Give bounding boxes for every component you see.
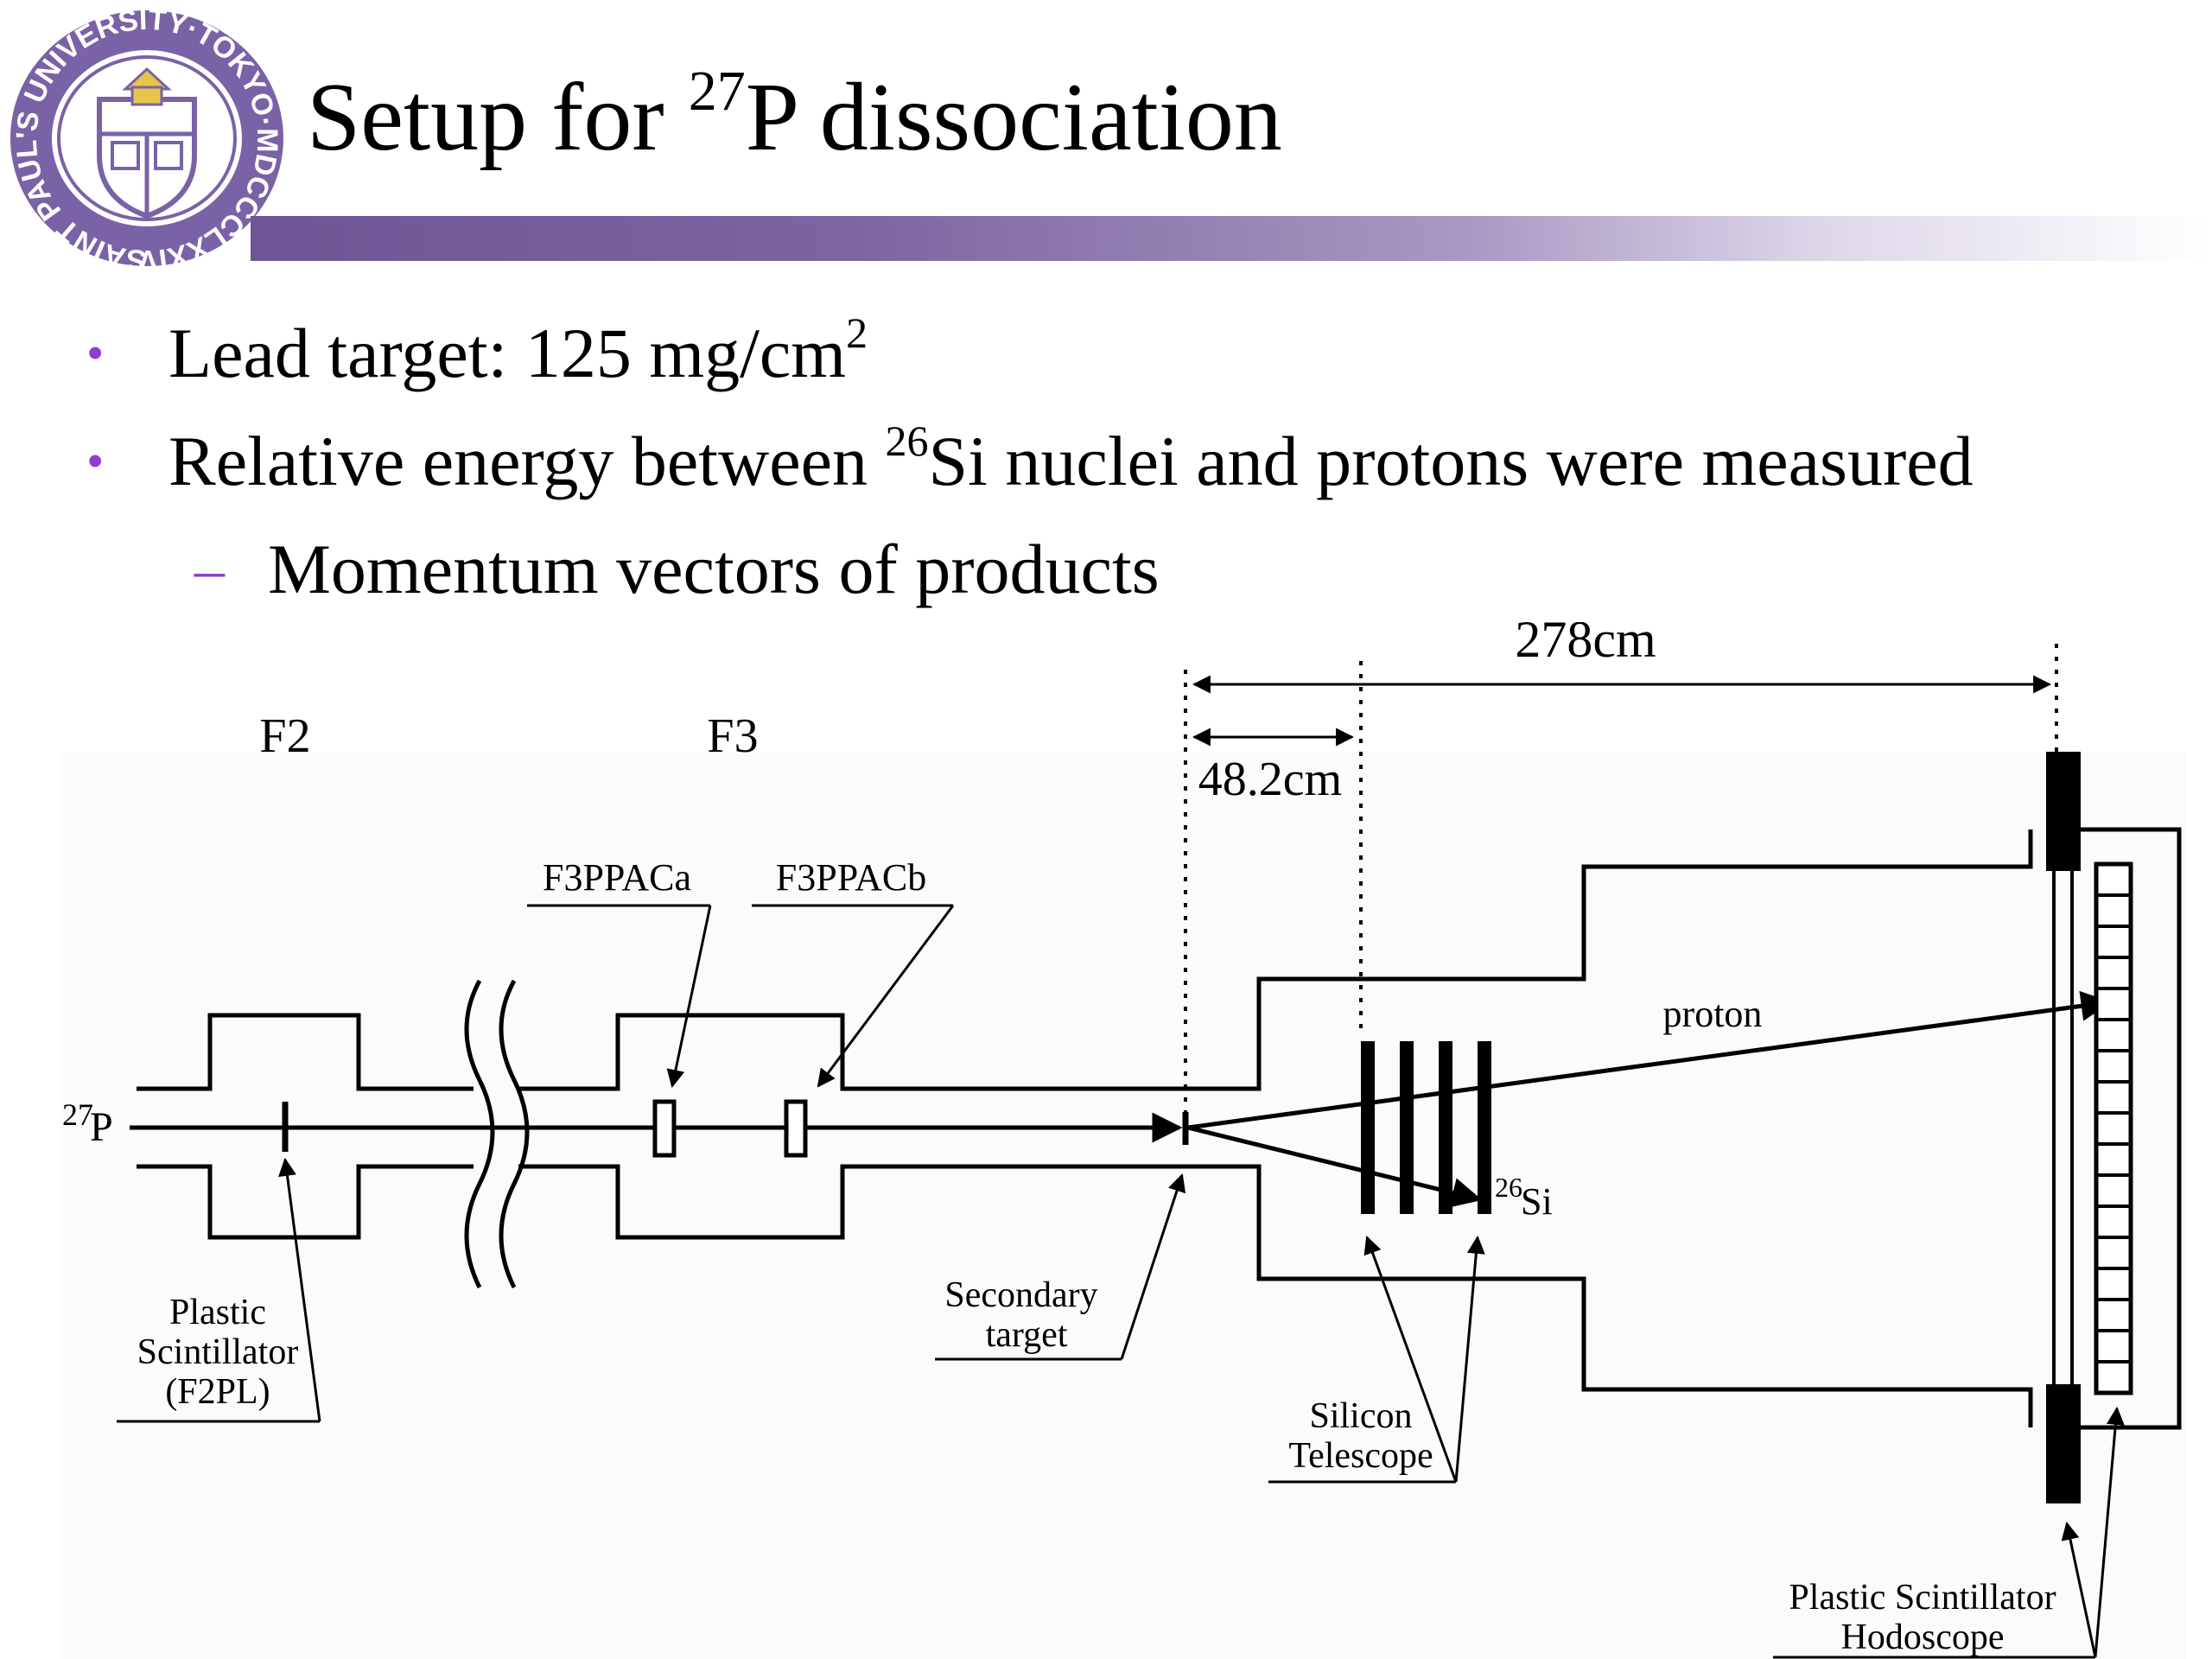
hodoscope-segment-column: [2094, 861, 2133, 1395]
beam-pipe: [137, 827, 2182, 1430]
focal-f2-label: F2: [259, 709, 310, 763]
sub-bullet-momentum: Momentum vectors of products: [268, 530, 1160, 608]
beamline-break-symbol: [464, 979, 530, 1289]
distance-48-label: 48.2cm: [1198, 753, 1342, 806]
ppac-b-label: F3PPACb: [776, 856, 927, 899]
secondary-target-pointer: [1120, 1173, 1186, 1360]
beam-element-label: P: [90, 1104, 113, 1150]
hodoscope-pointer-2: [2094, 1406, 2125, 1658]
proton-label: proton: [1663, 993, 1763, 1035]
hodoscope-upper-block: [2046, 752, 2081, 871]
silicon-telescope-pointer-2: [1454, 1235, 1485, 1483]
f2pl-label-line3: (F2PL): [165, 1372, 270, 1412]
hodoscope-lower-block: [2046, 1384, 2081, 1503]
distance-278-label: 278cm: [1515, 622, 1656, 668]
si-mass-label: 26: [1495, 1172, 1522, 1203]
ppac-a-pointer: [666, 905, 712, 1089]
secondary-target-label-line1: Secondary: [944, 1275, 1097, 1315]
silicon-telescope-label-line2: Telescope: [1288, 1436, 1433, 1476]
title-underline-banner: [251, 216, 2212, 261]
title-superscript: 27: [688, 60, 746, 123]
si-element-label: Si: [1521, 1180, 1553, 1223]
bullet-dot: •: [86, 325, 105, 381]
beam-label: 27: [62, 1097, 93, 1132]
f2pl-label-line2: Scintillator: [137, 1332, 299, 1372]
f3-ppac-a: [652, 1099, 677, 1158]
silicon-telescope-pointer-1: [1363, 1236, 1458, 1483]
bullet-lead-target: Lead target: 125 mg/cm2: [168, 308, 868, 392]
ppac-a-label: F3PPACa: [543, 856, 691, 899]
ppac-b-pointer: [817, 905, 955, 1088]
proton-trajectory: [1187, 990, 2112, 1130]
hodoscope-label-line2: Hodoscope: [1841, 1618, 2005, 1657]
slide-title: Setup for 27P dissociation: [307, 60, 1282, 171]
f2pl-label-line1: Plastic: [169, 1293, 266, 1332]
diagram-background: [60, 752, 2186, 1659]
si-trajectory: [1187, 1125, 1483, 1208]
hodoscope-pointer-1: [2061, 1521, 2097, 1658]
bullet-relative-energy: Relative energy between 26Si nuclei and …: [168, 416, 1974, 500]
experimental-setup-diagram: 278cm 48.2cm F2 F3 27 P F3PPACa F3PPACb: [60, 622, 2186, 1659]
f3-ppac-b: [784, 1099, 808, 1158]
f2pl-pointer: [278, 1157, 321, 1422]
hodoscope-label-line1: Plastic Scintillator: [1789, 1578, 2056, 1618]
secondary-target-label-line2: target: [986, 1315, 1068, 1355]
sub-bullet-dash: –: [194, 537, 225, 603]
focal-f3-label: F3: [707, 709, 758, 763]
silicon-telescope-label-line1: Silicon: [1309, 1396, 1412, 1436]
bullet-dot: •: [86, 433, 105, 489]
university-seal-logo: SAINT PAUL'S UNIVERSITY·TOKYO·MDCCCLXXIV: [10, 4, 283, 272]
